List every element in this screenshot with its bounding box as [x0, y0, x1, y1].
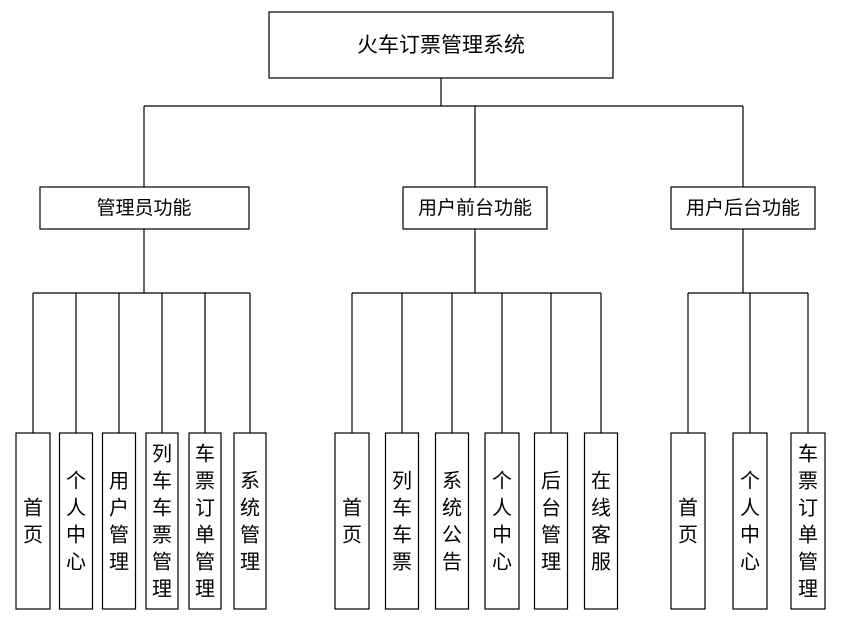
leaf-node: 车票订单管理: [188, 432, 222, 610]
leaf-label: 个人中心: [740, 469, 760, 574]
leaf-box: [145, 432, 179, 610]
leaf-label: 列车车票管理: [152, 442, 172, 601]
leaf-label: 首页: [678, 496, 698, 547]
group-node-user-backend: 用户后台功能: [670, 186, 816, 230]
leaf-node: 列车车票管理: [145, 432, 179, 610]
leaf-label: 用户管理: [109, 469, 129, 574]
leaf-box: [732, 432, 768, 610]
leaf-label: 在线客服: [591, 469, 611, 574]
leaf-label: 后台管理: [541, 469, 561, 574]
leaf-box: [533, 432, 569, 610]
leaf-box: [384, 432, 420, 610]
leaf-node: 在线客服: [583, 432, 619, 610]
leaf-box: [188, 432, 222, 610]
leaf-node: 车票订单管理: [790, 432, 826, 610]
leaf-node: 个人中心: [484, 432, 520, 610]
leaf-node: 首页: [334, 432, 370, 610]
group-node-admin: 管理员功能: [39, 186, 250, 230]
group-label-user-backend: 用户后台功能: [686, 197, 800, 219]
leaf-label: 首页: [342, 496, 362, 547]
group-label-admin: 管理员功能: [96, 197, 191, 219]
leaf-node: 用户管理: [101, 432, 137, 610]
leaf-box: [434, 432, 470, 610]
leaf-label: 首页: [23, 496, 43, 547]
leaf-node: 首页: [15, 432, 51, 610]
leaf-label: 列车车票: [392, 469, 412, 574]
connector-lines: [32, 78, 809, 433]
root-label: 火车订票管理系统: [357, 33, 525, 57]
leaf-box: [101, 432, 137, 610]
leaf-box: [583, 432, 619, 610]
leaf-box: [58, 432, 94, 610]
leaf-node: 个人中心: [732, 432, 768, 610]
leaf-label: 车票订单管理: [195, 442, 215, 601]
leaf-box: [15, 432, 51, 610]
leaf-label: 系统管理: [240, 469, 260, 574]
leaf-label: 车票订单管理: [798, 442, 818, 601]
group-label-user-frontend: 用户前台功能: [418, 197, 532, 219]
leaf-node: 个人中心: [58, 432, 94, 610]
leaf-box: [670, 432, 706, 610]
leaf-label: 个人中心: [492, 469, 512, 574]
leaf-nodes: 首页 个人中心 用户管理 列车车票管理 车票订单管理 系统管理 首页 列车车票 系统公告 个人中心…: [15, 432, 826, 610]
leaf-node: 列车车票: [384, 432, 420, 610]
leaf-node: 首页: [670, 432, 706, 610]
leaf-box: [484, 432, 520, 610]
group-node-user-frontend: 用户前台功能: [402, 186, 548, 230]
leaf-node: 后台管理: [533, 432, 569, 610]
leaf-box: [233, 432, 267, 610]
leaf-box: [790, 432, 826, 610]
leaf-node: 系统管理: [233, 432, 267, 610]
leaf-node: 系统公告: [434, 432, 470, 610]
leaf-label: 系统公告: [442, 469, 462, 574]
leaf-label: 个人中心: [66, 469, 86, 574]
leaf-box: [334, 432, 370, 610]
root-node: 火车订票管理系统: [268, 11, 614, 79]
